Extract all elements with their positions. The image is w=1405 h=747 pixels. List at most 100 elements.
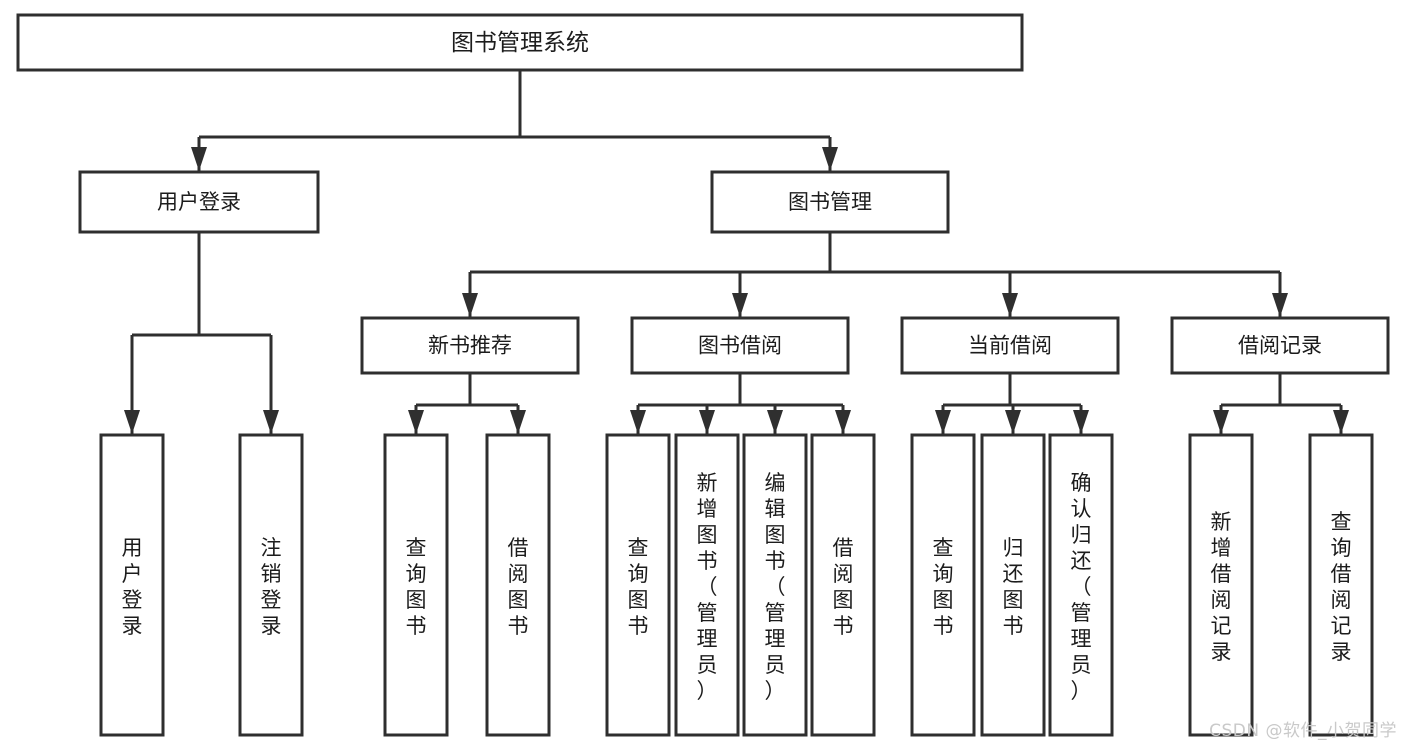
node-label-char: ） <box>765 679 786 703</box>
node-label-char: 理 <box>1071 627 1092 651</box>
node-label-char: 增 <box>697 497 718 521</box>
arrow-head-icon <box>1272 293 1288 317</box>
node-new-book-rec[interactable]: 新书推荐 <box>360 316 580 375</box>
node-label-char: 阅 <box>1211 588 1232 612</box>
arrow-head-icon <box>124 410 140 434</box>
arrow-head-icon <box>767 410 783 434</box>
node-label-char: 认 <box>1071 497 1092 521</box>
node-label-char: 图 <box>508 588 529 612</box>
node-label-char: 阅 <box>1331 588 1352 612</box>
node-label-char: 记 <box>1331 614 1352 638</box>
node-label-char: 书 <box>697 549 718 573</box>
arrow-head-icon <box>1073 410 1089 434</box>
node-label-char: 询 <box>1331 536 1352 560</box>
node-label-char: ） <box>1071 679 1092 703</box>
node-box-leaf-borrow-book-2 <box>810 433 876 737</box>
node-label-char: 图 <box>1003 588 1024 612</box>
arrow-head-icon <box>1333 410 1349 434</box>
node-label-char: 户 <box>122 562 143 586</box>
node-label-char: 询 <box>628 562 649 586</box>
node-label-char: 确 <box>1071 471 1092 495</box>
node-root[interactable]: 图书管理系统 <box>16 13 1024 72</box>
node-label-char: 书 <box>833 614 854 638</box>
node-book-borrow[interactable]: 图书借阅 <box>630 316 850 375</box>
node-label-char: 归 <box>1003 536 1024 560</box>
arrow-head-icon <box>462 293 478 317</box>
arrow-head-icon <box>408 410 424 434</box>
node-label-char: 还 <box>1003 562 1024 586</box>
arrow-head-icon <box>510 410 526 434</box>
node-box-leaf-query-book-3 <box>910 433 976 737</box>
node-label-char: 书 <box>508 614 529 638</box>
node-label-char: 书 <box>765 549 786 573</box>
node-label-char: 记 <box>1211 614 1232 638</box>
node-label-char: 阅 <box>508 562 529 586</box>
node-label-char: 员 <box>765 653 786 677</box>
node-label-book-borrow: 图书借阅 <box>698 334 782 358</box>
arrow-head-icon <box>835 410 851 434</box>
arrow-head-icon <box>1213 410 1229 434</box>
node-label-char: 询 <box>933 562 954 586</box>
node-user-login[interactable]: 用户登录 <box>78 170 320 234</box>
node-box-new-book-rec <box>360 316 580 375</box>
node-label-char: 增 <box>1211 536 1232 560</box>
node-label-char: 登 <box>261 588 282 612</box>
arrow-head-icon <box>263 410 279 434</box>
node-label-char: 图 <box>628 588 649 612</box>
node-label-root: 图书管理系统 <box>451 30 589 56</box>
node-label-new-book-rec: 新书推荐 <box>428 334 512 358</box>
node-label-char: 借 <box>1211 562 1232 586</box>
node-box-current-borrow <box>900 316 1120 375</box>
node-label-char: 图 <box>406 588 427 612</box>
node-label-char: 注 <box>261 536 282 560</box>
node-box-leaf-borrow-book-1 <box>485 433 551 737</box>
node-label-char: 员 <box>1071 653 1092 677</box>
node-label-char: 借 <box>508 536 529 560</box>
node-label-char: （ <box>697 575 718 599</box>
node-label-char: 销 <box>261 562 282 586</box>
node-label-char: 借 <box>833 536 854 560</box>
node-label-book-manage: 图书管理 <box>788 190 872 214</box>
node-label-char: 查 <box>406 536 427 560</box>
node-box-borrow-record <box>1170 316 1390 375</box>
arrow-head-icon <box>630 410 646 434</box>
node-label-char: （ <box>1071 575 1092 599</box>
node-label-char: 新 <box>1211 510 1232 534</box>
arrow-head-icon <box>1002 293 1018 317</box>
node-label-char: 图 <box>697 523 718 547</box>
node-book-manage[interactable]: 图书管理 <box>710 170 950 234</box>
node-box-leaf-query-record <box>1308 433 1374 737</box>
node-label-char: 图 <box>765 523 786 547</box>
node-borrow-record[interactable]: 借阅记录 <box>1170 316 1390 375</box>
node-leaf-user-login[interactable]: 用户登录 <box>99 433 165 737</box>
node-label-char: 归 <box>1071 523 1092 547</box>
node-label-char: 员 <box>697 653 718 677</box>
node-label-char: 借 <box>1331 562 1352 586</box>
node-label-char: 查 <box>933 536 954 560</box>
node-box-leaf-edit-book <box>742 433 808 737</box>
node-label-char: 管 <box>765 601 786 625</box>
arrow-head-icon <box>191 147 207 171</box>
node-box-leaf-add-book <box>674 433 740 737</box>
node-label-char: 用 <box>122 536 143 560</box>
node-box-leaf-confirm-return <box>1048 433 1114 737</box>
node-label-char: 录 <box>1211 640 1232 664</box>
csdn-watermark: CSDN @软件_小贺同学 <box>1209 721 1397 741</box>
arrow-head-icon <box>699 410 715 434</box>
node-current-borrow[interactable]: 当前借阅 <box>900 316 1120 375</box>
node-label-char: 询 <box>406 562 427 586</box>
